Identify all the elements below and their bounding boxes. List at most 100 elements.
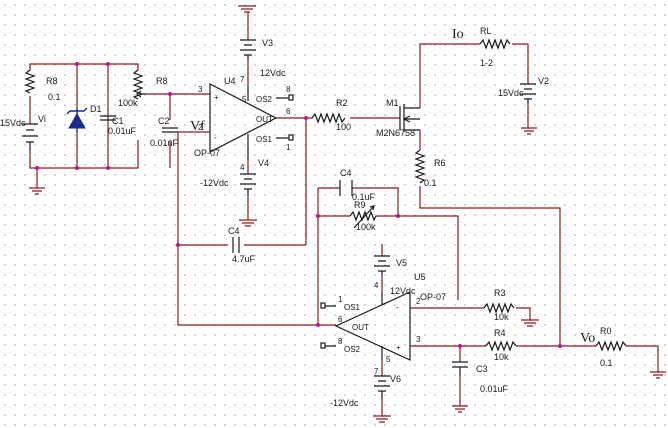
mosfet-m1 (399, 104, 420, 132)
label-r4: R4 (494, 328, 506, 338)
label-c4b-val: 4.7uF (232, 254, 256, 264)
label-v4-val: -12Vdc (200, 178, 229, 188)
u5-minus: - (396, 303, 399, 312)
label-r0-val: 0.1 (600, 358, 613, 368)
label-v3: V3 (262, 38, 273, 48)
capacitor-c4-bottom (232, 237, 240, 253)
label-rl-val: 1-2 (480, 58, 493, 68)
label-v3-val: 12Vdc (260, 68, 286, 78)
u5-os1: OS1 (344, 303, 361, 312)
u5-plus: + (396, 343, 401, 352)
label-r8b: R8 (156, 76, 168, 86)
u5-pin7: 7 (374, 367, 379, 376)
battery-v5 (374, 255, 390, 276)
label-r9: R9 (354, 200, 366, 210)
wires (29, 12, 659, 416)
u5-pin1: 1 (338, 295, 343, 304)
ground-symbols (29, 5, 666, 423)
u4-out: OUT (256, 115, 273, 124)
u5-os2: OS2 (344, 345, 361, 354)
u4-pin8: 8 (286, 85, 291, 94)
opamp-u5 (320, 291, 411, 361)
battery-v6 (374, 375, 390, 398)
u4-pin1: 1 (286, 143, 291, 152)
label-c2: C2 (158, 116, 170, 126)
label-r8a-val: 0.1 (48, 92, 61, 102)
label-r0: R0 (600, 326, 612, 336)
label-u5-part: OP-07 (420, 292, 446, 302)
label-r6-val: 0.1 (424, 178, 437, 188)
u4-minus: - (214, 133, 217, 142)
labels: Io Vf Vo R8 0.1 15Vdc Vi D1 C1 0.01uF R8… (0, 26, 613, 408)
label-v6-val: -12Vdc (330, 398, 359, 408)
resistor-r6 (414, 149, 426, 184)
u5-pin4: 4 (374, 281, 379, 290)
label-c4a-val: 0.1uF (352, 192, 376, 202)
capacitor-c3 (452, 361, 468, 376)
label-v6: V6 (390, 374, 401, 384)
label-d1: D1 (90, 104, 102, 114)
resistor-r0 (595, 340, 627, 352)
u4-os1: OS1 (256, 135, 273, 144)
u4-plus: + (214, 93, 219, 102)
label-c3-val: 0.01uF (480, 384, 509, 394)
label-vo: Vo (580, 331, 595, 346)
resistor-r3 (483, 302, 515, 314)
label-vi: Vi (38, 114, 46, 124)
battery-v3 (240, 39, 256, 60)
battery-v2 (520, 83, 536, 104)
u4-pin5: 5 (242, 95, 247, 104)
resistor-r2 (311, 112, 346, 124)
u4-pin6: 6 (286, 107, 291, 116)
label-r9-val: 100k (356, 222, 376, 232)
capacitor-c2 (162, 127, 178, 133)
u4-pin2: 2 (198, 123, 203, 132)
label-vf: Vf (190, 119, 205, 134)
label-m1-part: M2N6758 (376, 128, 415, 138)
u5-pin8: 8 (338, 337, 343, 346)
label-c2-val: 0.01uF (150, 138, 179, 148)
label-rl: RL (480, 26, 492, 36)
label-v5-val: 12Vdc (390, 286, 416, 296)
label-v5: V5 (396, 258, 407, 268)
label-u4: U4 (224, 76, 236, 86)
label-r2-val: 100 (336, 122, 351, 132)
label-v2: V2 (538, 76, 549, 86)
opamp-u4 (209, 83, 294, 160)
label-r3: R3 (494, 288, 506, 298)
label-v2-val: 15Vdc (498, 88, 524, 98)
resistor-r8-top (24, 69, 36, 94)
label-r2: R2 (336, 98, 348, 108)
junction-dots (35, 62, 562, 348)
u5-pin5: 5 (386, 355, 391, 364)
label-vi-volt: 15Vdc (0, 118, 26, 128)
label-u4-part: OP-07 (194, 148, 220, 158)
battery-vi (22, 123, 38, 150)
label-v4: V4 (258, 158, 269, 168)
label-r6: R6 (434, 158, 446, 168)
u4-pin4: 4 (240, 163, 245, 172)
label-r8b-val: 100k (118, 98, 138, 108)
label-c4a: C4 (340, 168, 352, 178)
label-r8a: R8 (46, 76, 58, 86)
label-m1: M1 (386, 98, 399, 108)
label-io: Io (452, 27, 464, 42)
u4-os2: OS2 (256, 95, 273, 104)
u4-pin7: 7 (240, 75, 245, 84)
label-c1: C1 (112, 116, 124, 126)
zener-diode-d1 (66, 107, 88, 132)
label-r4-val: 10k (494, 352, 509, 362)
label-c4b: C4 (228, 226, 240, 236)
capacitor-c4-top (339, 180, 353, 196)
u5-out: OUT (352, 323, 369, 332)
capacitor-c1 (100, 115, 116, 121)
battery-v4 (240, 173, 256, 196)
potentiometer-r9 (349, 205, 377, 229)
u5-pin6: 6 (338, 315, 343, 324)
potentiometer-r8 (132, 69, 146, 100)
label-r3-val: 10k (494, 312, 509, 322)
resistor-rl (479, 38, 511, 50)
u5-pin2: 2 (416, 297, 421, 306)
